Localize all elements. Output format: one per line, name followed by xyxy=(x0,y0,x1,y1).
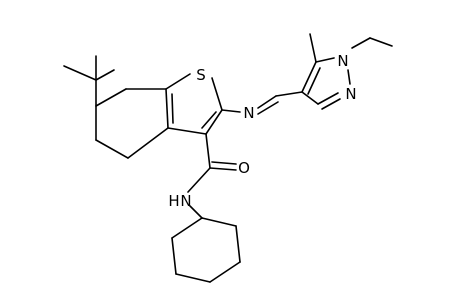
imine-linker xyxy=(221,91,303,115)
bond-c5-n1 xyxy=(315,57,335,63)
bond-ch-pyrazole-c4 xyxy=(275,91,303,97)
bond-c3-carbonyl-c xyxy=(205,133,211,169)
atom-label-imine-nitrogen: N xyxy=(243,104,254,122)
bond-c3a-c7a-double xyxy=(171,93,174,124)
bond-n1-n2 xyxy=(347,69,351,85)
bond-c6-c7 xyxy=(95,88,127,107)
tert-butyl-group xyxy=(63,55,115,107)
bond-tbu-c-methyl-left xyxy=(63,65,97,81)
atom-label-pyrazole-n1: N xyxy=(337,52,348,70)
bond-n2-c3-double xyxy=(321,98,341,110)
bond-c4-c3a xyxy=(127,127,169,159)
bond-c3a-c7a xyxy=(165,88,169,129)
bond-n-imine-ch xyxy=(257,95,277,109)
bond-ethyl-ch2-ch3 xyxy=(369,37,393,47)
bond-tbu-c-methyl-right xyxy=(95,69,115,81)
pyrazole-ring xyxy=(301,57,351,110)
atom-label-amide-nitrogen: N xyxy=(180,192,191,210)
bond-c3-c4 xyxy=(301,91,319,105)
atom-label-pyrazole-n2: N xyxy=(345,85,356,103)
bond-c7a-s xyxy=(165,73,191,90)
bond-s-c2 xyxy=(211,77,223,111)
bond-carbonyl-c-n xyxy=(187,167,211,193)
bond-cy-c4-c5 xyxy=(175,273,211,283)
bond-c4-c5-double xyxy=(307,67,321,95)
atom-label-sulfur: S xyxy=(196,66,206,84)
bond-cy-c1-c2 xyxy=(201,217,237,227)
bond-c5-methyl xyxy=(309,33,317,63)
atom-label-amide-hydrogen: H xyxy=(168,192,179,210)
bond-c4-c5 xyxy=(301,61,317,93)
bond-c5-c4 xyxy=(95,139,129,159)
carboxamide-group xyxy=(187,133,237,193)
atom-label-carbonyl-oxygen: O xyxy=(238,159,250,177)
bond-nh-cy-c1 xyxy=(189,205,203,219)
bond-cy-c6-c1 xyxy=(171,217,203,239)
bond-cy-c2-c3 xyxy=(235,225,241,263)
bond-c3-c3a xyxy=(167,127,207,135)
bond-c2-c3-double xyxy=(201,111,217,129)
bond-cy-c3-c4 xyxy=(209,261,241,283)
atom-labels: S N N N O N H xyxy=(168,52,356,210)
thiophene-ring xyxy=(165,73,223,135)
bond-n2-c3 xyxy=(317,92,339,105)
cyclohexene-ring xyxy=(95,88,174,159)
bond-n1-ethyl-ch2 xyxy=(351,37,371,49)
bond-n-imine-ch-double xyxy=(257,101,279,115)
cyclohexyl-ring xyxy=(171,205,241,283)
bond-c2-n-imine xyxy=(221,109,241,113)
bond-carbonyl-c-o xyxy=(209,167,237,171)
bond-c2-c3 xyxy=(205,109,223,135)
bond-carbonyl-c-o-double xyxy=(211,161,237,165)
pyrazole-substituents xyxy=(309,33,393,63)
bond-cy-c5-c6 xyxy=(171,237,177,275)
